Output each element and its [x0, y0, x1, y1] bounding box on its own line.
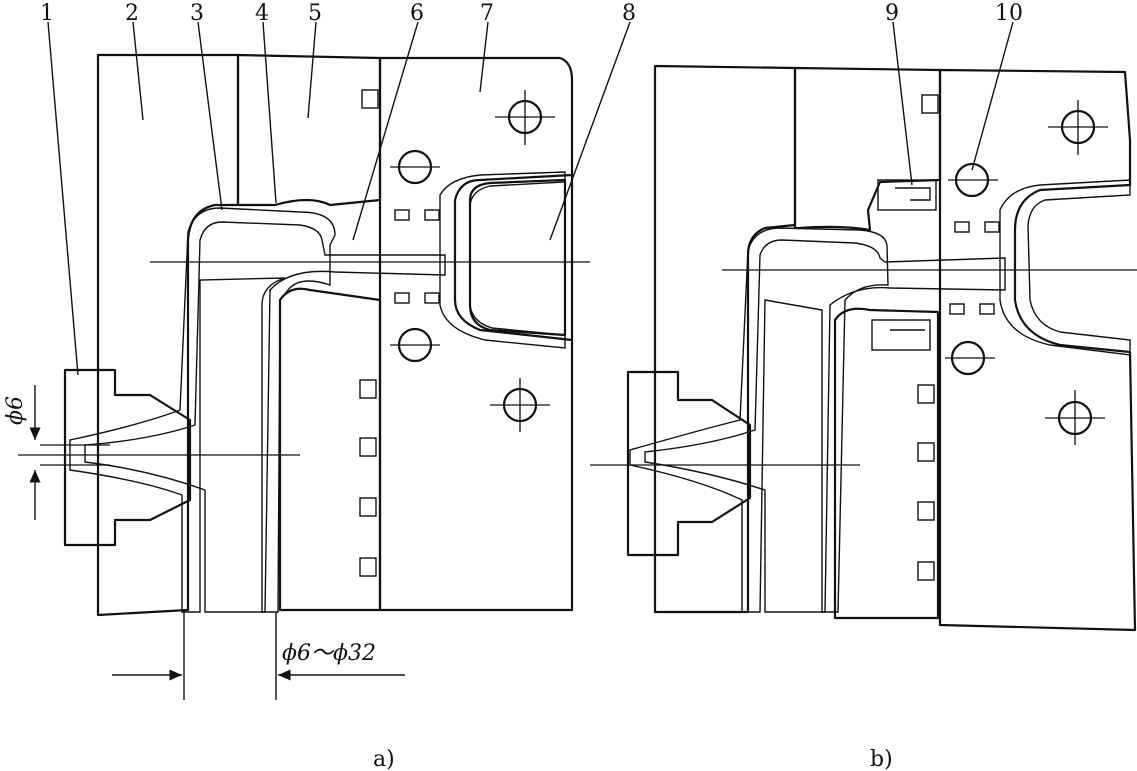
plate-right-b — [938, 68, 1137, 632]
runner-skin — [69, 207, 336, 613]
callout-1: 1 — [40, 1, 54, 26]
runner-melt-b — [644, 239, 1006, 613]
lower-block — [278, 287, 382, 612]
plate-7 — [378, 56, 574, 612]
gate-insert-b — [626, 370, 752, 557]
callout-6: 6 — [410, 1, 424, 26]
cooling-slots — [359, 89, 440, 577]
plate-middle-b — [793, 66, 942, 232]
part-shell-b — [999, 179, 1131, 356]
runner-skin-b — [629, 227, 889, 613]
lower-block-b — [833, 307, 940, 620]
callout-7: 7 — [480, 1, 494, 26]
callout-3: 3 — [190, 1, 204, 26]
caption-b: b) — [870, 747, 893, 771]
callout-4: 4 — [255, 1, 269, 26]
gate-dimension: ϕ6 — [3, 385, 41, 520]
cooling-slots-b — [917, 94, 1000, 581]
plate-2 — [96, 53, 240, 617]
callout-5: 5 — [308, 1, 322, 26]
callout-leaders-b — [892, 21, 1014, 186]
callout-10: 10 — [995, 1, 1023, 26]
part-8 — [468, 178, 567, 337]
callout-8: 8 — [622, 1, 636, 26]
caption-a: a) — [373, 747, 395, 771]
runner-melt — [84, 221, 446, 613]
plate-left-b — [653, 64, 797, 614]
part-shell — [439, 171, 566, 349]
plate-5 — [236, 53, 382, 207]
gate-insert-1 — [63, 368, 192, 547]
nozzle-tip-9 — [871, 179, 937, 351]
callout-2: 2 — [125, 1, 139, 26]
callout-9: 9 — [885, 1, 899, 26]
view-b: 9 10 b) — [590, 1, 1137, 771]
gate-diameter-label: ϕ6 — [3, 396, 28, 425]
view-a: 1 2 3 4 5 6 7 8 ϕ6 ϕ6～ϕ32 a) — [3, 1, 636, 771]
callout-leaders-a — [47, 21, 631, 376]
runner-dimension: ϕ6～ϕ32 — [112, 612, 405, 700]
runner-diameter-label: ϕ6～ϕ32 — [282, 641, 376, 666]
